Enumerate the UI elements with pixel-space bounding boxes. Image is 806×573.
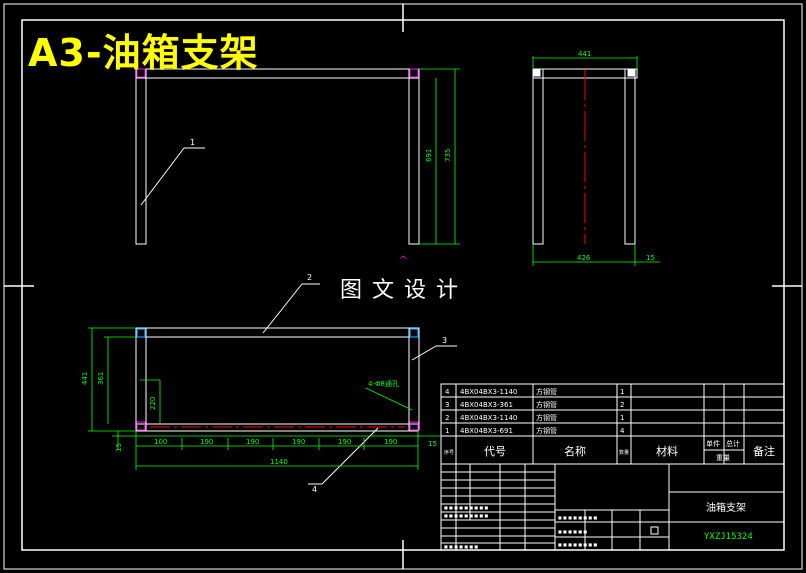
top-dim-total: 1140 (270, 458, 288, 466)
svg-text:■ ■ ■ ■ ■ ■ ■ ■ ■: ■ ■ ■ ■ ■ ■ ■ ■ ■ (444, 513, 488, 518)
top-callout-2: 2 (307, 273, 312, 282)
top-dim-seg-5: 190 (384, 438, 397, 446)
hole-note: 4-Φ8通孔 (368, 379, 399, 388)
side-view (532, 68, 638, 245)
top-dim-seg-1: 190 (200, 438, 213, 446)
title-block (440, 463, 785, 551)
part-row-3-no: 1 (445, 427, 449, 435)
part-row-2-code: 4BX04BX3-1140 (460, 414, 517, 422)
part-row-1-code: 4BX04BX3-361 (460, 401, 513, 409)
header-name: 名称 (564, 444, 586, 458)
top-dim-right: 15 (428, 440, 437, 448)
top-dim-left: 15 (115, 443, 123, 452)
svg-text:■ ■ ■ ■ ■ ■: ■ ■ ■ ■ ■ ■ (558, 529, 587, 534)
part-row-3-code: 4BX04BX3-691 (460, 427, 513, 435)
top-dim-height-inner: 361 (97, 372, 105, 385)
header-weight-total: 总计 (726, 439, 740, 448)
top-dim-seg-4: 190 (338, 438, 351, 446)
top-dim-seg-0: 100 (154, 438, 167, 446)
header-material: 材料 (656, 444, 678, 458)
header-remark: 备注 (753, 444, 775, 458)
side-dim-bottom: 426 (577, 254, 591, 262)
part-row-1-name: 方钢管 (536, 400, 557, 409)
top-view-corner-markers (136, 328, 419, 338)
parts-list (440, 383, 785, 465)
part-row-3-name: 方钢管 (536, 426, 557, 435)
top-dim-seg-3: 190 (292, 438, 305, 446)
front-callout-label: 1 (190, 138, 195, 147)
top-callout-leaders (262, 283, 457, 485)
side-dimensions (532, 56, 660, 266)
part-row-0-name: 方钢管 (536, 387, 557, 396)
top-view-bottom-markers (136, 421, 419, 431)
top-dim-height-outer: 441 (81, 372, 89, 385)
part-row-1-qty: 2 (620, 401, 624, 409)
svg-text:■ ■ ■ ■ ■ ■ ■: ■ ■ ■ ■ ■ ■ ■ (444, 544, 478, 549)
part-row-2-qty: 1 (620, 414, 624, 422)
front-view-corner-markers (136, 68, 419, 78)
front-callout-leader (140, 147, 205, 206)
part-row-0-no: 4 (445, 388, 450, 396)
header-qty: 数量 (619, 449, 629, 456)
header-weight-single: 单件 (706, 439, 720, 448)
front-dimensions (419, 68, 460, 245)
title-block-code: YXZJ15324 (704, 532, 753, 542)
part-row-1-no: 3 (445, 401, 449, 409)
part-row-3-qty: 4 (620, 427, 625, 435)
svg-text:■ ■ ■ ■ ■ ■ ■ ■: ■ ■ ■ ■ ■ ■ ■ ■ (558, 542, 597, 547)
header-no: 序号 (444, 449, 454, 456)
part-row-2-name: 方钢管 (536, 413, 557, 422)
title-block-name: 油箱支架 (706, 501, 746, 514)
side-dim-side: 15 (646, 254, 655, 262)
hole-note-leader (365, 387, 413, 411)
centering-marks (4, 4, 802, 569)
front-dim-outer: 735 (444, 149, 452, 162)
front-dim-inner: 691 (425, 149, 433, 162)
svg-text:■ ■ ■ ■ ■ ■ ■ ■ ■: ■ ■ ■ ■ ■ ■ ■ ■ ■ (444, 505, 488, 510)
parts-list-headers: 序号 代号 名称 数量 材料 单件 总计 重量 备注 (444, 439, 775, 462)
top-dim-seg-2: 190 (246, 438, 259, 446)
top-dim-small: 220 (149, 397, 157, 410)
title-block-tiny-text: ■ ■ ■ ■ ■ ■ ■ ■ ■ ■ ■ ■ ■ ■ ■ ■ ■ ■ ■ ■ … (444, 505, 597, 549)
svg-text:■ ■ ■ ■ ■ ■ ■ ■: ■ ■ ■ ■ ■ ■ ■ ■ (558, 515, 597, 520)
header-code: 代号 (484, 445, 506, 458)
header-weight: 重量 (716, 454, 730, 462)
top-dimensions (88, 327, 440, 470)
part-row-2-no: 2 (445, 414, 449, 422)
side-dim-top: 441 (578, 50, 591, 58)
top-callout-3: 3 (442, 336, 447, 345)
drawing-title: A3-油箱支架 (28, 31, 259, 75)
front-view (135, 68, 420, 245)
part-row-0-qty: 1 (620, 388, 624, 396)
watermark-text: 图文设计 (340, 278, 469, 303)
parts-list-text: 4 4BX04BX3-1140 方钢管 1 3 4BX04BX3-361 方钢管… (445, 387, 625, 435)
part-row-0-code: 4BX04BX3-1140 (460, 388, 517, 396)
top-callout-4: 4 (312, 485, 317, 494)
front-ucs-marker: ^ (399, 255, 407, 266)
